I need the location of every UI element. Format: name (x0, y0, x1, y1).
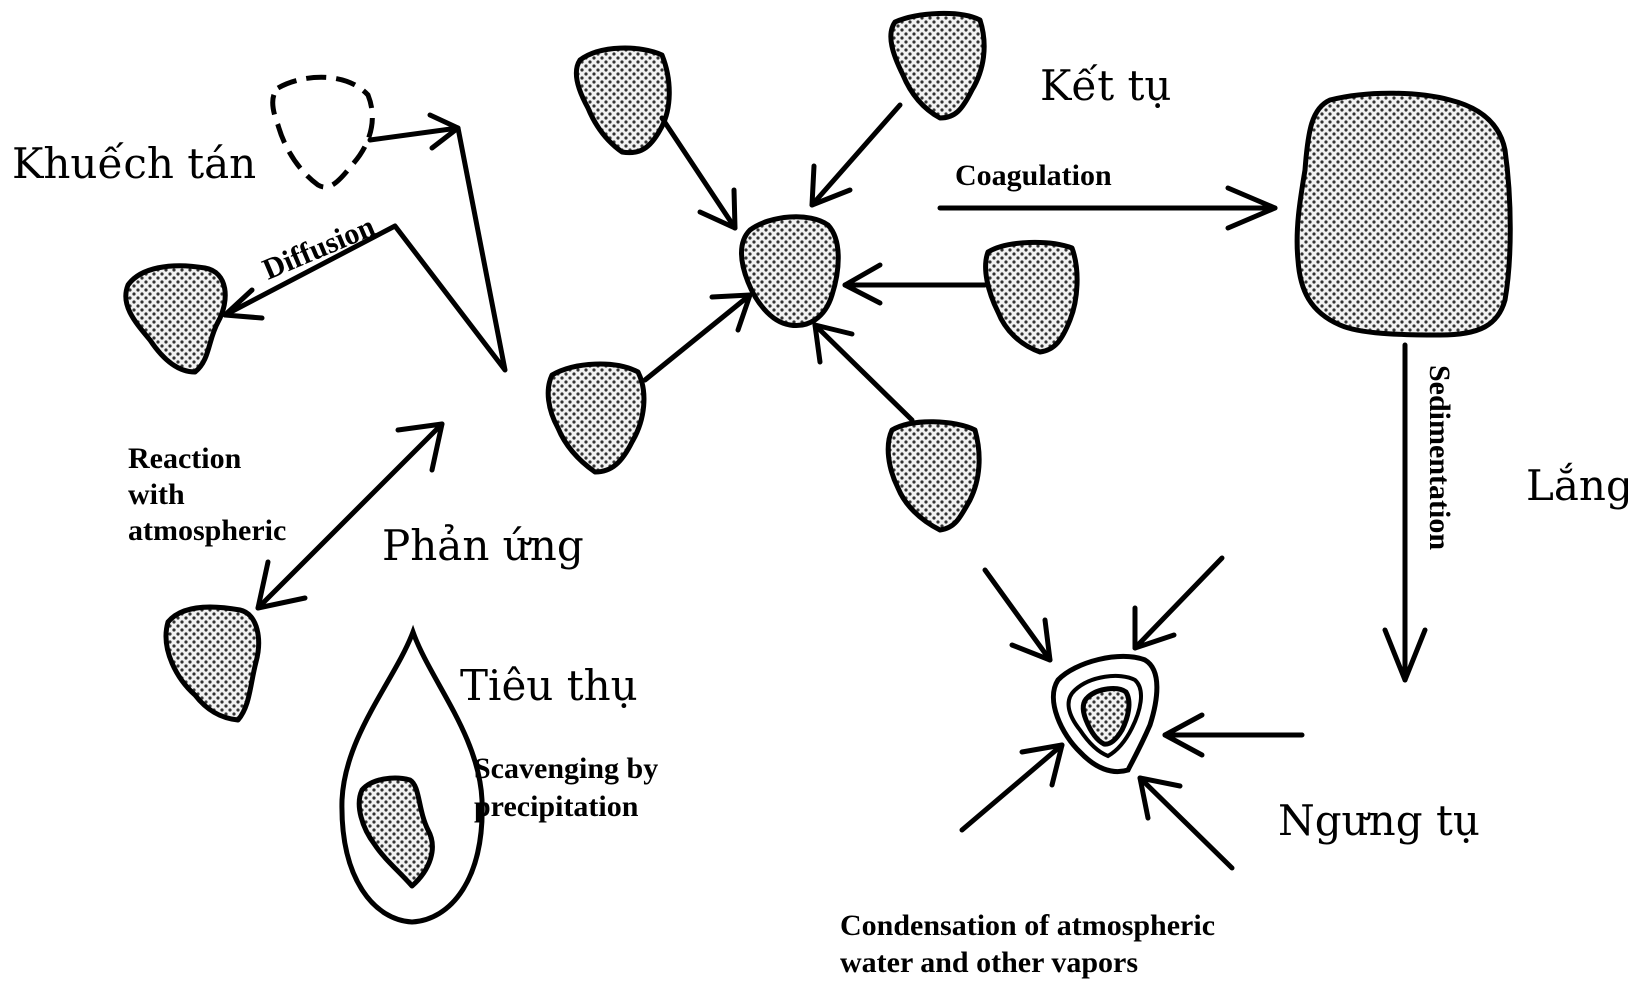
label-tieu-thu: Tiêu thụ (460, 661, 638, 710)
label-condensation-line2: water and other vapors (840, 946, 1138, 979)
label-lang: Lắng (1526, 461, 1628, 510)
label-scavenging-line2: precipitation (474, 790, 639, 823)
label-reaction-line2: with (128, 478, 185, 511)
diffusion-ghost-particle (273, 77, 373, 187)
label-condensation-line1: Condensation of atmospheric (840, 909, 1215, 942)
cond-arrow-top-right (1135, 558, 1222, 648)
label-coagulation: Coagulation (955, 159, 1112, 192)
coagulation-center-particle (742, 217, 839, 326)
label-sedimentation: Sedimentation (1423, 365, 1456, 550)
label-ngung-tu: Ngưng tụ (1278, 796, 1480, 845)
coagulation-particle-top-right (891, 13, 984, 118)
label-reaction-line1: Reaction (128, 442, 242, 475)
coag-arrow-bottom-right (815, 325, 912, 420)
cond-arrow-bottom-left (962, 745, 1062, 830)
reaction-particle (166, 607, 259, 720)
label-diffusion: Diffusion (258, 210, 380, 287)
diffusion-particle (126, 266, 225, 372)
large-aggregated-particle (1297, 93, 1510, 335)
coag-arrow-bottom-left (645, 295, 750, 380)
coagulation-particle-bottom-right (888, 422, 979, 530)
label-phan-ung: Phản ứng (382, 521, 584, 570)
label-scavenging-line1: Scavenging by (474, 752, 658, 785)
coag-arrow-top-right (812, 105, 900, 205)
label-reaction-line3: atmospheric (128, 514, 286, 547)
diffusion-zigzag-line (225, 128, 505, 370)
coagulation-particle-right (986, 242, 1077, 352)
cond-arrow-bottom-right (1140, 778, 1232, 868)
label-khuech-tan: Khuếch tán (12, 139, 256, 188)
label-ket-tu: Kết tụ (1040, 61, 1171, 110)
coagulation-particle-bottom-left (548, 364, 644, 472)
coagulation-particle-top-left (576, 48, 669, 153)
